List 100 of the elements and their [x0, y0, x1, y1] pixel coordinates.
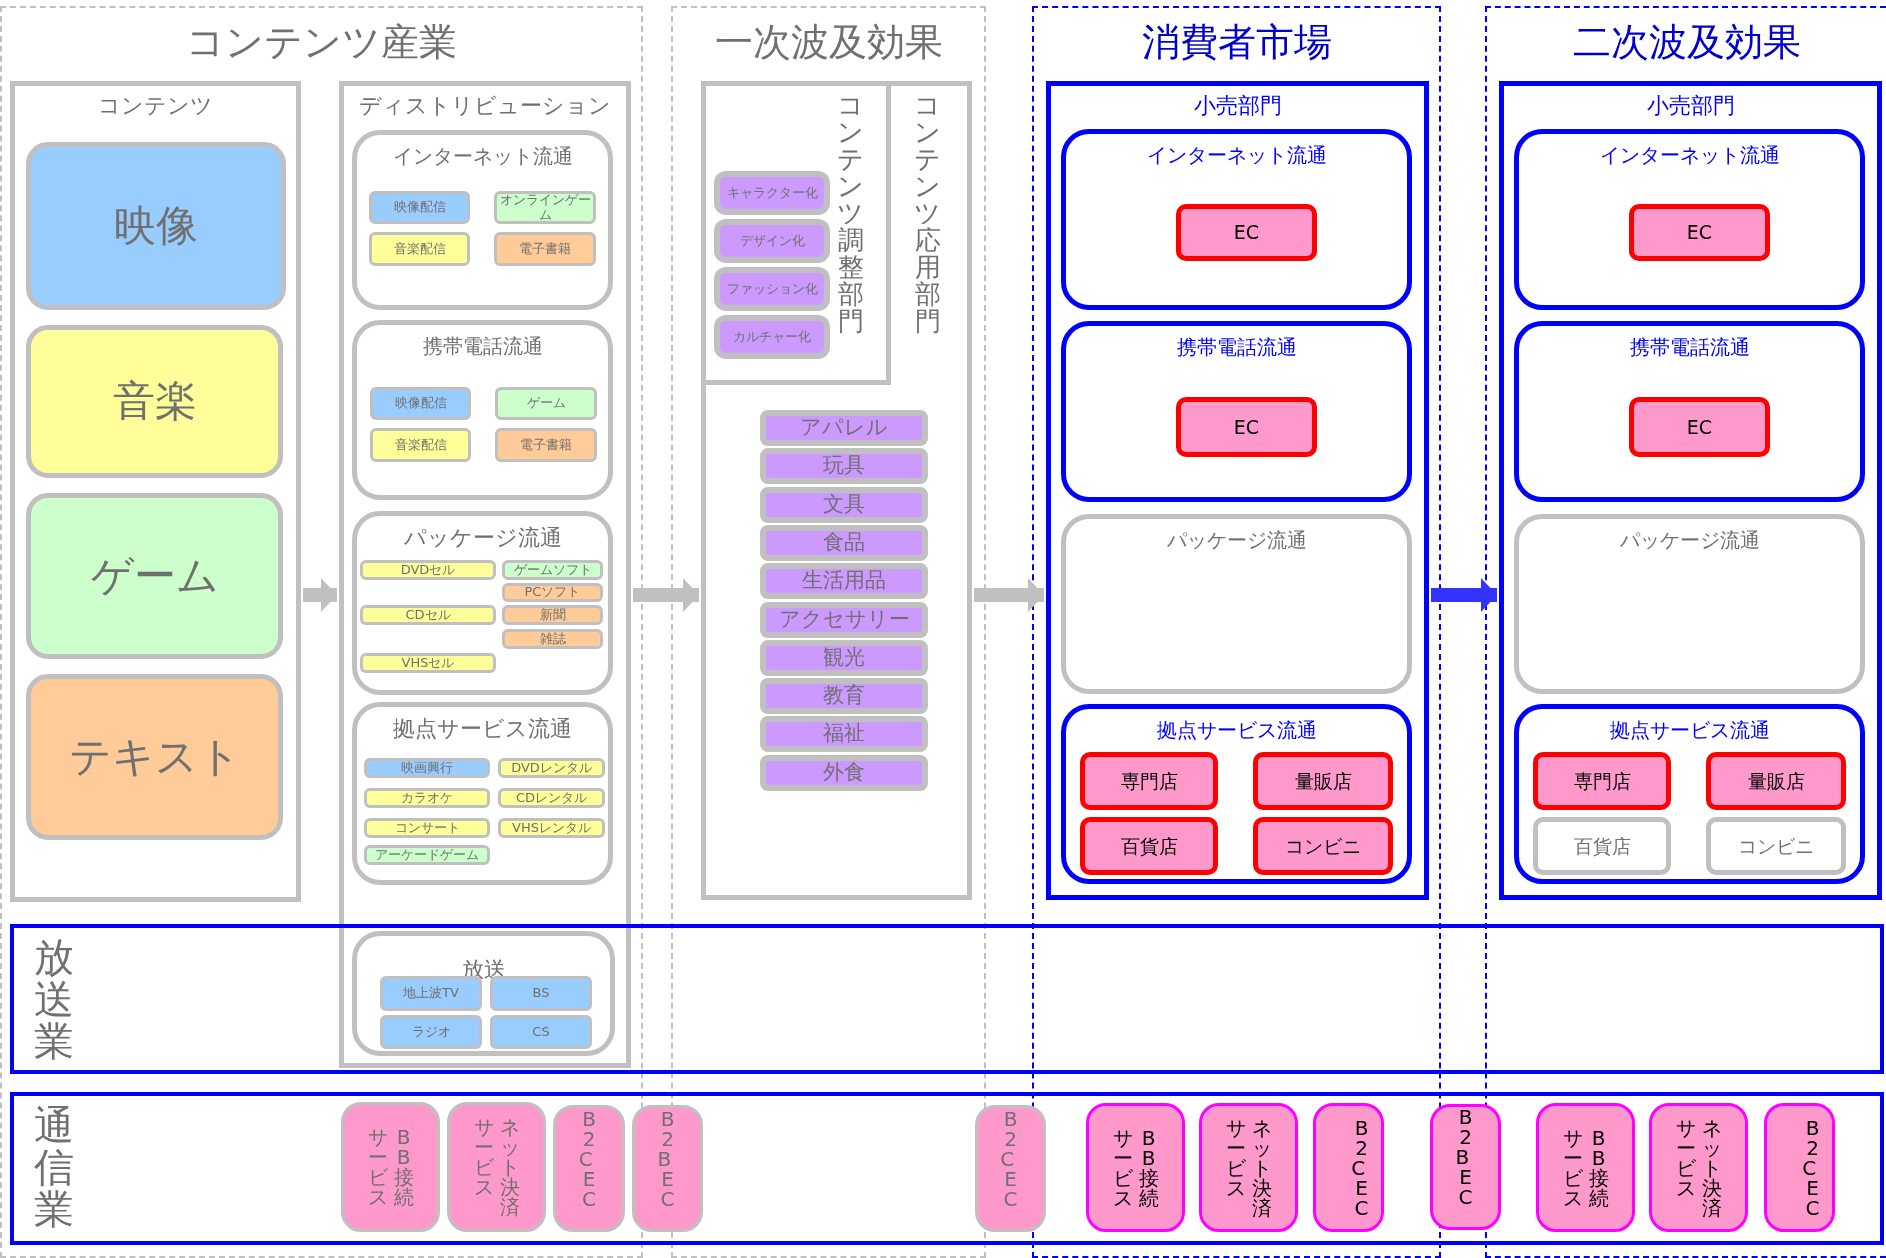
item-box — [760, 525, 928, 561]
channel-group — [1061, 704, 1412, 884]
item-box — [360, 653, 496, 673]
item-box — [714, 267, 830, 311]
item-label: CDセル — [405, 607, 451, 623]
item-label: ラジオ — [411, 1024, 451, 1040]
store-box — [1533, 752, 1671, 810]
service-label: BB接続サービス — [367, 1127, 414, 1207]
item-label: 映像配信 — [394, 396, 447, 411]
band-label: 通信業 — [34, 1104, 74, 1230]
store-label: 専門店 — [1573, 770, 1631, 792]
column-title: 二次波及効果 — [1571, 22, 1802, 64]
item-box — [502, 605, 603, 625]
item-box — [360, 605, 496, 625]
category-box — [26, 142, 286, 310]
category-box — [26, 325, 283, 478]
item-label: カルチャー化 — [733, 329, 811, 345]
section-panel — [1046, 81, 1429, 900]
group-title: 携帯電話流通 — [1628, 336, 1751, 358]
store-box — [1629, 397, 1770, 457]
section-title: コンテンツ調整部門 — [838, 92, 864, 335]
item-box — [369, 232, 470, 266]
store-label: 量販店 — [1294, 770, 1352, 792]
item-label: VHSセル — [401, 655, 455, 671]
category-box — [26, 493, 283, 659]
item-box — [490, 1015, 592, 1049]
store-label: EC — [1233, 416, 1260, 438]
store-box — [1176, 204, 1317, 261]
store-label: 量販店 — [1747, 770, 1805, 792]
item-label: コンサート — [394, 820, 460, 836]
item-box — [364, 758, 490, 778]
section-title: 小売部門 — [1192, 94, 1283, 119]
section-title: コンテンツ応用部門 — [915, 92, 941, 335]
category-label: ゲーム — [90, 552, 219, 600]
channel-group — [1061, 321, 1412, 502]
column-title: 一次波及効果 — [713, 22, 944, 64]
item-label: アクセサリー — [778, 608, 910, 632]
item-label: カラオケ — [401, 790, 453, 806]
service-label: B2C EC — [1801, 1117, 1821, 1218]
item-box — [364, 845, 490, 865]
item-label: ゲーム — [526, 396, 566, 411]
section-panel — [10, 81, 301, 902]
service-box — [1313, 1103, 1384, 1232]
item-label: 生活用品 — [802, 569, 886, 593]
item-box — [494, 232, 596, 266]
item-box — [498, 758, 605, 778]
store-label: EC — [1686, 222, 1713, 243]
service-box — [1086, 1103, 1185, 1232]
item-label: 音楽配信 — [393, 241, 446, 257]
channel-group — [1514, 514, 1865, 694]
item-label: 電子書籍 — [519, 241, 571, 257]
industry-band — [10, 1092, 1884, 1245]
store-box — [1080, 817, 1218, 875]
store-label: 百貨店 — [1573, 835, 1631, 857]
section-panel — [701, 81, 972, 900]
service-label: BB接続サービス — [1112, 1127, 1159, 1208]
item-label: アーケードゲーム — [375, 847, 479, 863]
column-title: 消費者市場 — [1140, 22, 1333, 64]
store-box — [1533, 817, 1671, 875]
item-label: 観光 — [823, 646, 865, 670]
section-panel — [1499, 81, 1882, 900]
item-label: DVDセル — [400, 562, 456, 578]
item-box — [714, 315, 830, 359]
service-label: B2C EC — [1350, 1117, 1370, 1218]
item-box — [760, 678, 928, 714]
item-box — [364, 788, 490, 808]
item-box — [370, 428, 471, 462]
item-box — [360, 560, 496, 580]
item-box — [502, 629, 603, 649]
store-label: コンビニ — [1738, 835, 1814, 857]
store-label: EC — [1686, 416, 1713, 438]
store-box — [1253, 817, 1393, 875]
channel-group — [352, 130, 613, 310]
group-title: パッケージ流通 — [1165, 529, 1308, 551]
service-box — [1536, 1103, 1635, 1232]
service-label: B2C EC — [579, 1108, 597, 1213]
service-box — [1430, 1104, 1501, 1230]
service-box — [1764, 1103, 1835, 1232]
item-box — [495, 428, 597, 462]
group-title: インターネット流通 — [1598, 144, 1781, 166]
item-label: デザイン化 — [739, 233, 805, 249]
item-label: VHSレンタル — [512, 820, 591, 836]
item-label: PCソフト — [524, 585, 581, 600]
channel-group — [1061, 514, 1412, 694]
item-box — [498, 818, 605, 838]
service-box — [1649, 1103, 1748, 1232]
service-box — [632, 1105, 703, 1232]
item-label: DVDレンタル — [511, 760, 592, 776]
service-box — [975, 1105, 1046, 1232]
item-box — [714, 171, 830, 215]
service-box — [447, 1102, 546, 1232]
service-label: BB接続サービス — [1562, 1127, 1609, 1208]
group-title: パッケージ流通 — [1618, 529, 1761, 551]
item-label: 文具 — [823, 493, 865, 517]
item-label: 教育 — [823, 684, 865, 708]
store-label: EC — [1233, 222, 1260, 243]
service-label: ネット決済サービス — [1225, 1117, 1272, 1218]
item-box — [370, 387, 471, 420]
group-title: 拠点サービス流通 — [1608, 719, 1771, 741]
group-title: 拠点サービス流通 — [392, 717, 573, 742]
